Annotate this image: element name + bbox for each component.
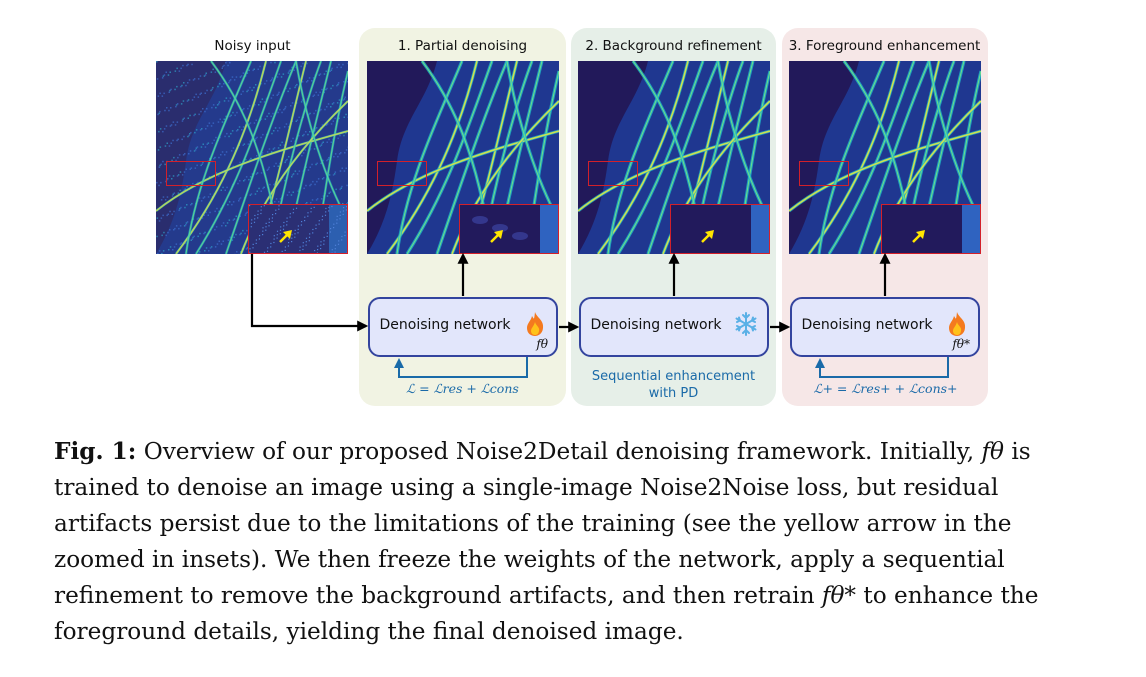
network-label: Denoising network (801, 317, 933, 333)
noisy-input-image (156, 61, 348, 254)
roi-box (588, 161, 638, 186)
snowflake-icon (735, 312, 757, 336)
network-label: Denoising network (590, 317, 722, 333)
figure-label: Fig. 1: (54, 438, 137, 465)
caption-text-1: Overview of our proposed Noise2Detail de… (143, 438, 975, 465)
stage-1-title: 1. Partial denoising (397, 38, 528, 54)
yellow-arrow-icon (912, 230, 925, 243)
loss-stage-3: ℒ+ = ℒres+ + ℒcons+ (813, 381, 958, 396)
zoom-inset (459, 204, 559, 254)
note-line-1: Sequential enhancement (591, 369, 756, 384)
loss-feedback-arrow-3 (815, 357, 949, 378)
network-symbol: fθ (536, 337, 548, 351)
fire-icon (949, 312, 966, 336)
zoom-inset (670, 204, 770, 254)
denoising-network-stage-3: Denoising network fθ* (790, 297, 980, 357)
stage-2-title: 2. Background refinement (585, 38, 762, 54)
caption-symbol-1: fθ (981, 438, 1004, 465)
yellow-arrow-icon (279, 230, 292, 243)
loss-feedback-arrow-1 (394, 357, 528, 378)
stage-3-title: 3. Foreground enhancement (788, 38, 981, 54)
sequential-enhancement-note: Sequential enhancement with PD (571, 368, 776, 402)
yellow-arrow-icon (701, 230, 714, 243)
network-label: Denoising network (379, 317, 511, 333)
fire-icon (527, 312, 544, 336)
stage-1-output-image (367, 61, 559, 254)
caption-text-3: to enhance the foreground details, yield… (54, 582, 1039, 645)
roi-box (377, 161, 427, 186)
roi-box (166, 161, 216, 186)
yellow-arrow-icon (490, 230, 503, 243)
loss-stage-1: ℒ = ℒres + ℒcons (406, 381, 519, 396)
denoising-network-stage-1: Denoising network fθ (368, 297, 558, 357)
zoom-inset (881, 204, 981, 254)
figure-caption: Fig. 1: Overview of our proposed Noise2D… (54, 434, 1094, 650)
noisy-input-title: Noisy input (214, 38, 291, 54)
stage-2-output-image (578, 61, 770, 254)
denoising-network-stage-2: Denoising network (579, 297, 769, 357)
caption-text-2: is trained to denoise an image using a s… (54, 438, 1031, 609)
input-to-network-arrow (250, 254, 369, 332)
zoom-inset (248, 204, 348, 254)
network-symbol: fθ* (952, 337, 970, 351)
note-line-2: with PD (648, 386, 699, 401)
stage-3-output-image (789, 61, 981, 254)
caption-symbol-2: fθ* (821, 582, 857, 609)
roi-box (799, 161, 849, 186)
